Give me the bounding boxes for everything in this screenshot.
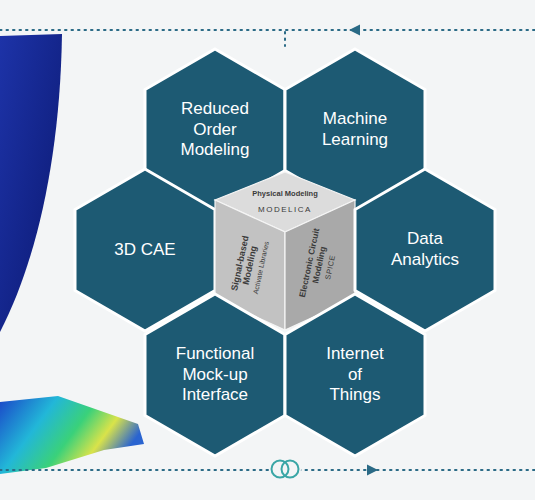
loop-ring (282, 461, 299, 478)
topic-hexagon: Internet of Things (283, 292, 427, 458)
topic-hexagon: Functional Mock-up Interface (143, 292, 287, 458)
flow-arrowhead (367, 465, 378, 476)
hexagon-label: 3D CAE (99, 240, 191, 261)
brand-name: MODELICA (240, 205, 330, 214)
loop-icon (269, 453, 301, 485)
text-block: Data Analytics (379, 229, 471, 270)
dotted-flow-line (284, 32, 286, 46)
cube-face-text: Physical ModelingMODELICA (240, 190, 330, 214)
hexagon-label: Internet of Things (323, 344, 387, 406)
text-block: 3D CAE (99, 240, 191, 261)
hexagon-label: Data Analytics (379, 229, 471, 270)
flow-arrowhead (349, 25, 360, 36)
text-block: Internet of Things (323, 344, 387, 406)
hexagon-label: Machine Learning (309, 109, 401, 150)
dotted-flow-line (0, 469, 535, 471)
text-block: Functional Mock-up Interface (169, 344, 261, 406)
blade-illustration (0, 34, 62, 332)
text-holder: Internet of Things (283, 292, 427, 458)
loop-icon-ground (269, 453, 301, 485)
wing-illustration (0, 396, 144, 474)
text-holder: Functional Mock-up Interface (143, 292, 287, 458)
hexagon-shape (285, 294, 425, 456)
hexagon-label: Functional Mock-up Interface (169, 344, 261, 406)
dotted-flow-line (0, 29, 535, 31)
text-block: Machine Learning (309, 109, 401, 150)
face-heading: Physical Modeling (240, 190, 330, 199)
hexagon-label: Reduced Order Modeling (169, 99, 261, 161)
hexagon-shape (145, 294, 285, 456)
text-block: Reduced Order Modeling (169, 99, 261, 161)
loop-ring (272, 461, 289, 478)
